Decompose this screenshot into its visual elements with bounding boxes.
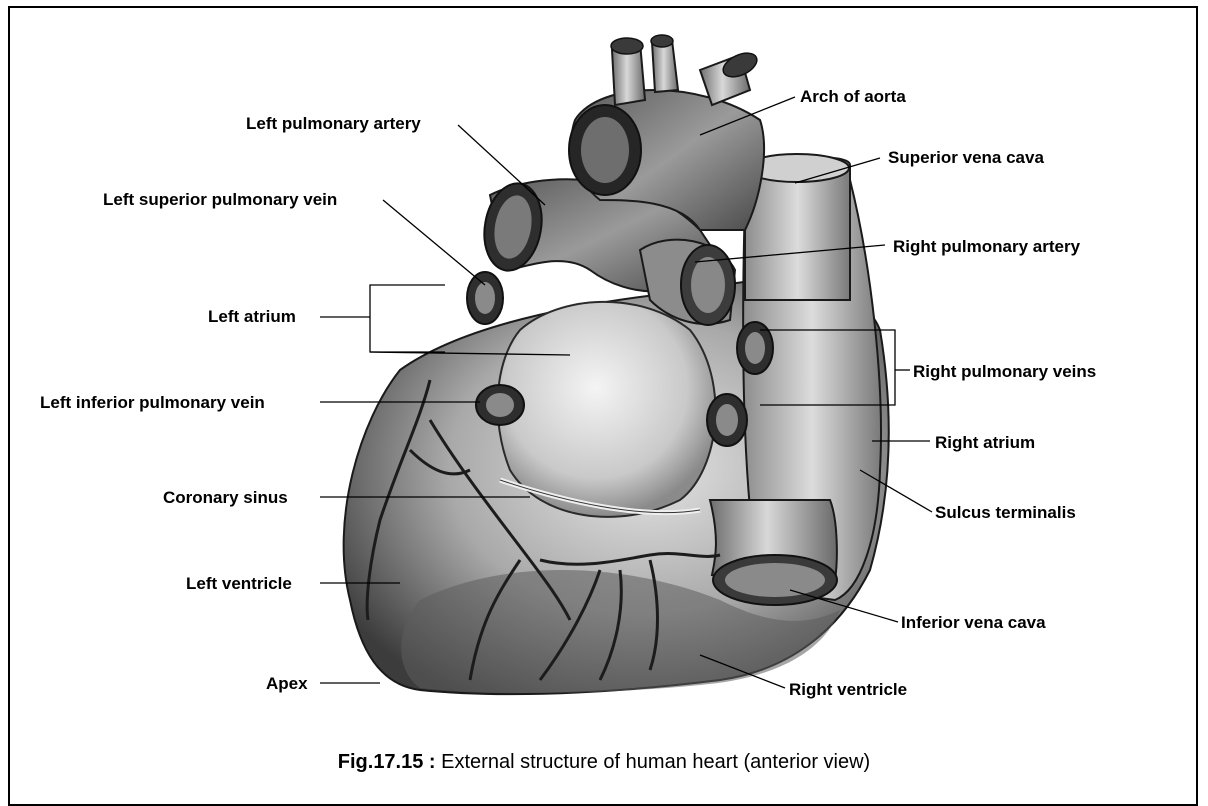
label-sulcus-terminalis: Sulcus terminalis bbox=[935, 503, 1076, 523]
label-right-pulmonary-veins: Right pulmonary veins bbox=[913, 362, 1096, 382]
label-arch-of-aorta: Arch of aorta bbox=[800, 87, 906, 107]
label-left-atrium: Left atrium bbox=[208, 307, 296, 327]
figure-number: Fig.17.15 : bbox=[338, 751, 436, 773]
label-right-pulmonary-artery: Right pulmonary artery bbox=[893, 237, 1080, 257]
figure-caption-text: External structure of human heart (anter… bbox=[441, 751, 870, 773]
label-left-superior-pulmonary-vein: Left superior pulmonary vein bbox=[103, 190, 337, 210]
label-inferior-vena-cava: Inferior vena cava bbox=[901, 613, 1046, 633]
label-left-pulmonary-artery: Left pulmonary artery bbox=[246, 114, 421, 134]
left-atrium-shape bbox=[498, 302, 716, 517]
label-right-atrium: Right atrium bbox=[935, 433, 1035, 453]
figure-caption: Fig.17.15 : External structure of human … bbox=[0, 751, 1208, 774]
label-coronary-sinus: Coronary sinus bbox=[163, 488, 288, 508]
label-apex: Apex bbox=[266, 674, 308, 694]
label-right-ventricle: Right ventricle bbox=[789, 680, 907, 700]
left-carotid-branch bbox=[652, 40, 678, 92]
label-superior-vena-cava: Superior vena cava bbox=[888, 148, 1044, 168]
label-left-inferior-pulmonary-vein: Left inferior pulmonary vein bbox=[40, 393, 265, 413]
label-left-ventricle: Left ventricle bbox=[186, 574, 292, 594]
